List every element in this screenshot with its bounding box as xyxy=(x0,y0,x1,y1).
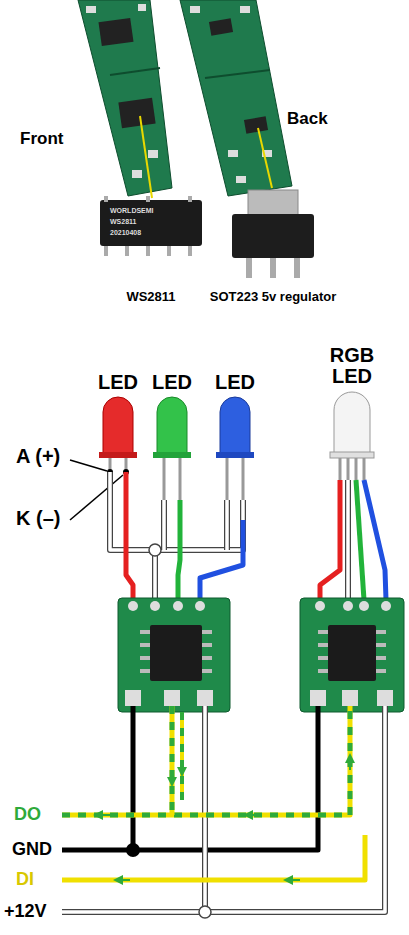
ws2811-module xyxy=(300,598,404,712)
chip-marking: WORLDSEMI xyxy=(110,207,154,214)
chip-marking: 20210408 xyxy=(110,229,141,236)
view-label: Front xyxy=(20,130,63,148)
pcb-back xyxy=(180,0,292,196)
pcb-front xyxy=(78,0,172,196)
led-rgb xyxy=(330,392,374,458)
leader-line xyxy=(70,475,123,520)
led-red xyxy=(99,397,137,458)
led-label: RGB LED xyxy=(327,345,377,387)
ws2811-chip xyxy=(100,196,202,256)
ws2811-module xyxy=(118,598,230,712)
signal-name: DO xyxy=(14,805,41,824)
signal-name: GND xyxy=(12,840,52,859)
pin-name: A (+) xyxy=(16,446,60,467)
leader-line xyxy=(258,128,272,188)
part-name: SOT223 5v regulator xyxy=(210,290,336,304)
led-wires xyxy=(110,472,386,600)
pin-name: K (–) xyxy=(16,508,60,529)
part-name: WS2811 xyxy=(126,290,175,304)
view-label: Back xyxy=(287,110,328,128)
led-blue xyxy=(216,397,254,458)
signal-arrows xyxy=(98,758,350,880)
signal-name: +12V xyxy=(4,902,47,921)
led-label: LED xyxy=(215,372,255,393)
leader-line xyxy=(70,460,107,471)
led-label: LED xyxy=(98,372,138,393)
sot223-regulator xyxy=(232,190,314,278)
signal-name: DI xyxy=(16,870,34,889)
chip-marking: WS2811 xyxy=(110,218,136,225)
led-label: LED xyxy=(152,372,192,393)
led-legs xyxy=(110,458,364,500)
leader-line xyxy=(140,116,152,198)
led-green xyxy=(153,397,191,458)
bus-wires xyxy=(62,706,385,918)
